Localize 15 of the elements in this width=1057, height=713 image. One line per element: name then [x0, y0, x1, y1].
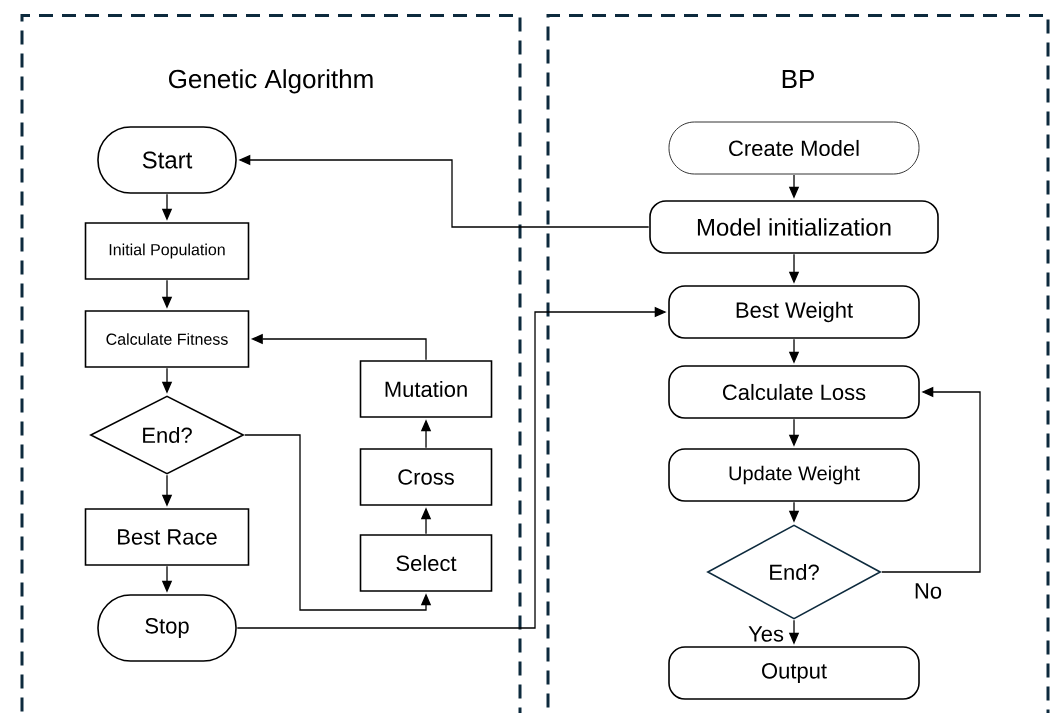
- process-box: Model initialization: [649, 200, 939, 254]
- panel-title: Genetic Algorithm: [169, 69, 373, 94]
- process-box: Select: [359, 534, 493, 592]
- process-box: Best Weight: [668, 285, 920, 339]
- edge-label: No: [912, 582, 944, 600]
- process-box: Mutation: [359, 360, 493, 418]
- process-box: Output: [668, 646, 920, 700]
- process-box: Best Race: [84, 508, 250, 566]
- panel-title: BP: [782, 70, 814, 88]
- process-box: Cross: [359, 448, 493, 506]
- process-box: Update Weight: [668, 448, 920, 502]
- process-box: Initial Population: [84, 222, 250, 280]
- process-box: Calculate Fitness: [84, 310, 250, 368]
- process-box: Calculate Loss: [668, 365, 920, 419]
- edge-label: Yes: [747, 625, 785, 643]
